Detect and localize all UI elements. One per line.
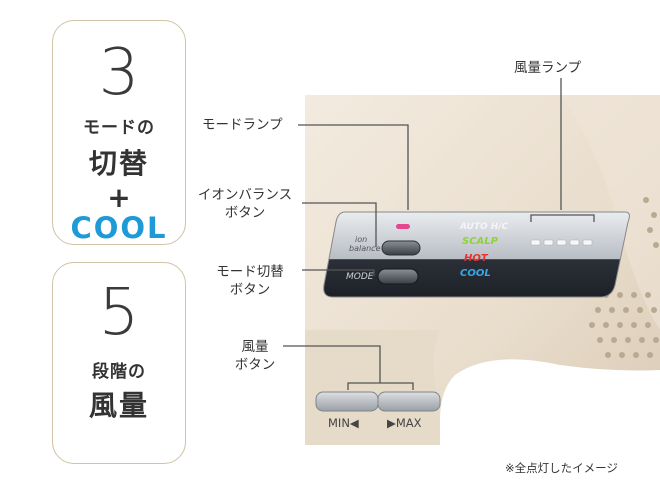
- mode-card-line1: モードの: [83, 118, 155, 138]
- ion-balance-button-label: イオンバランス ボタン: [190, 186, 300, 222]
- ion-balance-panel-text: ion balance: [349, 235, 381, 253]
- mode-card-line2: 切替: [88, 147, 149, 180]
- mode-cool: COOL: [460, 268, 491, 279]
- mode-scalp: SCALP: [462, 236, 498, 247]
- airflow-levels-card: 5 段階の 風量: [52, 262, 186, 464]
- plus-sign: +: [107, 181, 131, 214]
- airflow-count: 5: [98, 276, 140, 350]
- ion-text: ion: [355, 235, 368, 244]
- mode-panel-text: MODE: [346, 272, 374, 282]
- mode-switch-button-label: モード切替 ボタン: [200, 263, 300, 299]
- airflow-card-line1: 段階の: [92, 362, 146, 382]
- min-label: MIN◀: [328, 416, 359, 430]
- airflow-label-line2: ボタン: [234, 357, 276, 373]
- airflow-lamp-label: 風量ランプ: [514, 60, 582, 76]
- mode-lamp: [396, 224, 410, 229]
- ion-balance-label-line2: ボタン: [224, 205, 266, 221]
- mode-switch-label-line1: モード切替: [216, 264, 284, 280]
- max-label: ▶MAX: [387, 416, 422, 430]
- cool-label: COOL: [70, 211, 168, 245]
- mode-switch-card: 3 モードの 切替 + COOL: [52, 20, 186, 245]
- mode-hot: HOT: [464, 253, 488, 264]
- vent-holes: [589, 197, 659, 358]
- airflow-button-shape: [315, 391, 441, 412]
- mode-switch-label-line2: ボタン: [229, 282, 271, 298]
- airflow-card-line2: 風量: [88, 389, 149, 422]
- airflow-label-line1: 風量: [241, 339, 269, 355]
- mode-count: 3: [98, 36, 140, 110]
- airflow-lamps: [530, 239, 593, 246]
- balance-text: balance: [349, 244, 381, 253]
- airflow-button-label: 風量 ボタン: [230, 338, 280, 374]
- ion-balance-button-shape: [381, 240, 421, 256]
- mode-button-shape: [377, 268, 419, 285]
- mode-lamp-label: モードランプ: [202, 117, 283, 133]
- ion-balance-label-line1: イオンバランス: [197, 187, 293, 203]
- mode-auto-hc: AUTO H/C: [460, 222, 509, 232]
- callout-lines: [283, 78, 595, 390]
- footnote: ※全点灯したイメージ: [505, 461, 618, 475]
